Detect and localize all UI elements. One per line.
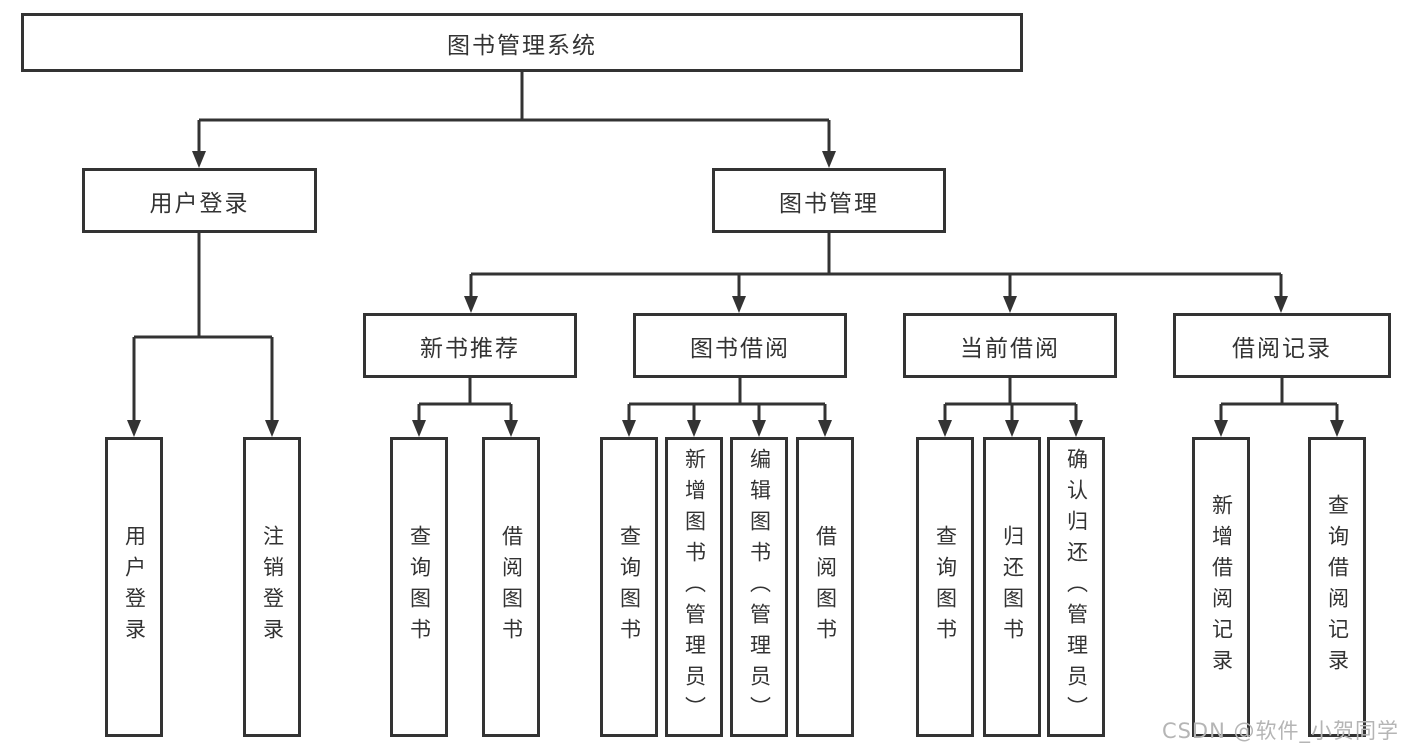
arrow-down-icon xyxy=(687,420,701,437)
node-leaf-query-borrow-record: 查询借阅记录 xyxy=(1308,437,1366,737)
node-book-borrowing: 图书借阅 xyxy=(633,313,847,378)
node-leaf-query-books-current: 查询图书 xyxy=(916,437,974,737)
arrow-down-icon xyxy=(822,151,836,168)
node-leaf-add-borrow-record: 新增借阅记录 xyxy=(1192,437,1250,737)
node-new-book-recommend-label: 新书推荐 xyxy=(420,335,520,362)
node-leaf-query-books-borrowing: 查询图书 xyxy=(600,437,658,737)
node-user-login: 用户登录 xyxy=(82,168,317,233)
node-leaf-edit-books-admin: 编辑图书（管理员） xyxy=(730,437,788,737)
node-user-login-label: 用户登录 xyxy=(149,190,250,217)
arrow-down-icon xyxy=(412,420,426,437)
node-leaf-borrow-books-recommend: 借阅图书 xyxy=(482,437,540,737)
node-leaf-logout-label: 注销登录 xyxy=(260,525,285,649)
arrow-down-icon xyxy=(622,420,636,437)
arrow-down-icon xyxy=(752,420,766,437)
node-current-borrowing: 当前借阅 xyxy=(903,313,1117,378)
csdn-watermark: CSDN @软件_小贺同学 xyxy=(1161,719,1399,743)
node-leaf-logout: 注销登录 xyxy=(243,437,301,737)
node-book-borrowing-label: 图书借阅 xyxy=(690,335,790,362)
node-leaf-query-books-recommend-label: 查询图书 xyxy=(407,525,432,649)
arrow-down-icon xyxy=(192,151,206,168)
arrow-down-icon xyxy=(504,420,518,437)
node-library-management-system-label: 图书管理系统 xyxy=(447,32,597,59)
arrow-down-icon xyxy=(1274,296,1288,313)
arrow-down-icon xyxy=(1003,296,1017,313)
arrow-down-icon xyxy=(938,420,952,437)
node-leaf-add-books-admin: 新增图书（管理员） xyxy=(665,437,723,737)
node-leaf-borrow-books-label: 借阅图书 xyxy=(813,525,838,649)
node-leaf-confirm-return-admin-label: 确认归还（管理员） xyxy=(1064,447,1089,727)
arrow-down-icon xyxy=(1069,420,1083,437)
arrow-down-icon xyxy=(818,420,832,437)
node-leaf-return-books-label: 归还图书 xyxy=(1000,525,1025,649)
node-leaf-borrow-books-recommend-label: 借阅图书 xyxy=(499,525,524,649)
node-leaf-query-books-current-label: 查询图书 xyxy=(933,525,958,649)
node-leaf-query-books-borrowing-label: 查询图书 xyxy=(617,525,642,649)
arrow-down-icon xyxy=(1330,420,1344,437)
connector-path xyxy=(132,72,1339,427)
node-leaf-add-borrow-record-label: 新增借阅记录 xyxy=(1209,494,1234,680)
node-leaf-add-books-admin-label: 新增图书（管理员） xyxy=(682,447,707,727)
node-borrowing-records-label: 借阅记录 xyxy=(1232,335,1332,362)
node-borrowing-records: 借阅记录 xyxy=(1173,313,1391,378)
node-leaf-confirm-return-admin: 确认归还（管理员） xyxy=(1047,437,1105,737)
node-leaf-query-books-recommend: 查询图书 xyxy=(390,437,448,737)
node-leaf-borrow-books: 借阅图书 xyxy=(796,437,854,737)
arrow-down-icon xyxy=(127,420,141,437)
node-book-management: 图书管理 xyxy=(712,168,946,233)
node-leaf-user-login: 用户登录 xyxy=(105,437,163,737)
node-library-management-system: 图书管理系统 xyxy=(21,13,1023,72)
node-leaf-return-books: 归还图书 xyxy=(983,437,1041,737)
arrow-down-icon xyxy=(265,420,279,437)
node-leaf-edit-books-admin-label: 编辑图书（管理员） xyxy=(747,447,772,727)
arrow-down-icon xyxy=(1214,420,1228,437)
arrow-down-icon xyxy=(732,296,746,313)
arrow-down-icon xyxy=(1005,420,1019,437)
node-new-book-recommend: 新书推荐 xyxy=(363,313,577,378)
node-leaf-user-login-label: 用户登录 xyxy=(122,525,147,649)
arrow-down-icon xyxy=(464,296,478,313)
node-current-borrowing-label: 当前借阅 xyxy=(960,335,1060,362)
node-book-management-label: 图书管理 xyxy=(779,190,879,217)
node-leaf-query-borrow-record-label: 查询借阅记录 xyxy=(1325,494,1350,680)
